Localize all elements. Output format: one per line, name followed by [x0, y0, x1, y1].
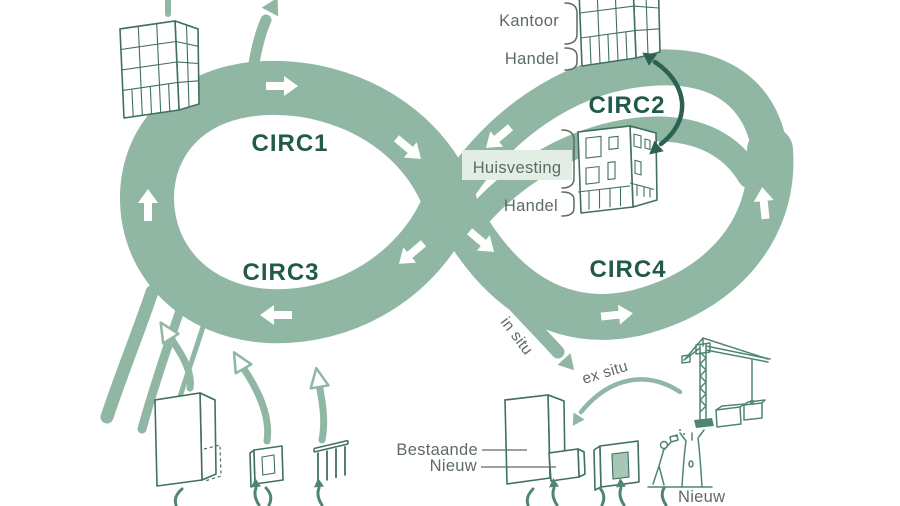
nieuw-tree-label: Nieuw — [678, 488, 725, 506]
circ1-label: CIRC1 — [251, 130, 328, 157]
ex-situ-arrowhead-icon — [567, 412, 585, 430]
circ3-label: CIRC3 — [242, 259, 319, 286]
circ2-label: CIRC2 — [588, 92, 665, 119]
handel-mid-label: Handel — [504, 197, 558, 215]
circ4-label: CIRC4 — [589, 256, 666, 283]
mixed-use-building-icon — [577, 125, 658, 214]
nieuw-bottom-label: Nieuw — [430, 457, 477, 475]
kantoor-label: Kantoor — [499, 12, 559, 30]
component-inflow-stem — [315, 380, 328, 444]
plain-volume-icon — [154, 392, 222, 487]
recirculation-arrows — [173, 477, 668, 506]
huisvesting-bracket — [561, 129, 575, 189]
circ2-exchange-arrow — [638, 46, 685, 160]
wall-panel-icon — [249, 445, 284, 488]
office-tower-icon — [578, 0, 661, 67]
band-tail-strand — [100, 285, 159, 424]
handel-top-label: Handel — [505, 50, 559, 68]
exit-up-arrow-stem — [246, 14, 272, 82]
infinity-band — [120, 49, 794, 344]
huisvesting-highlight — [462, 150, 572, 180]
handel-mid-bracket — [561, 191, 575, 217]
floor-brackets — [561, 2, 578, 217]
right-loop-bottom-band — [429, 127, 794, 340]
bestaande-nieuw-building-icon — [504, 394, 586, 485]
stud-frame-icon — [313, 439, 349, 483]
in-situ-arrow-stem — [471, 259, 565, 359]
wall-panel-icon — [593, 440, 640, 491]
huisvesting-label: Huisvesting — [473, 159, 562, 177]
office-tower-icon — [119, 20, 200, 119]
handel-top-bracket — [564, 47, 578, 71]
open-arrowhead-icon — [306, 365, 330, 390]
ex-situ-arrow-stem — [578, 377, 683, 415]
tower-crane-icon — [681, 337, 771, 428]
band-tail-strand — [137, 297, 188, 434]
bestaande-label: Bestaande — [396, 441, 478, 459]
component-inflow-stem — [164, 330, 194, 392]
tree-felling-icon — [647, 429, 713, 488]
kantoor-bracket — [564, 2, 578, 45]
band-branches — [100, 0, 683, 445]
exit-up-arrowhead-icon — [261, 0, 286, 17]
band-tail-strand — [175, 311, 210, 406]
component-inflow-stem — [238, 362, 272, 445]
